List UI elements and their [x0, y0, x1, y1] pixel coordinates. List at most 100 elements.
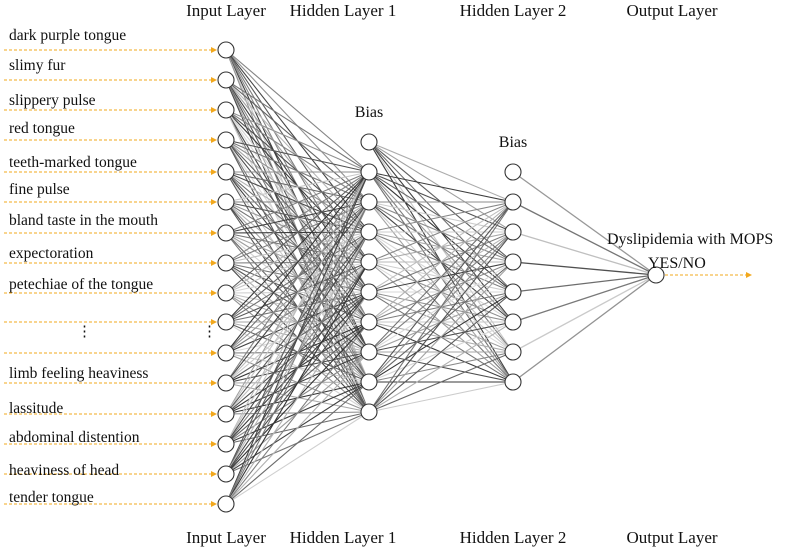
connection-line [225, 79, 370, 173]
input-node [217, 313, 235, 331]
input-node [217, 254, 235, 272]
connection-line [512, 274, 657, 353]
hidden-2-node [504, 343, 522, 361]
connection-line [225, 231, 370, 505]
connection-line [225, 351, 370, 505]
connection-line [225, 171, 370, 415]
header-output-layer-bottom: Output Layer [626, 528, 718, 547]
connection-line [512, 171, 657, 276]
hidden-1-node [360, 193, 378, 211]
input-arrow-head [211, 411, 217, 417]
input-arrow-head [211, 350, 217, 356]
input-node [217, 435, 235, 453]
hidden-2-node [504, 283, 522, 301]
connection-line [368, 201, 514, 323]
connection-line [512, 274, 657, 323]
connection-line [512, 261, 657, 276]
connection-line [368, 381, 514, 413]
feature-label: slippery pulse [9, 92, 96, 109]
connection-line [368, 141, 514, 203]
connection-line [368, 351, 514, 413]
header-output-layer-top: Output Layer [626, 1, 718, 20]
connection-line [225, 109, 370, 173]
input-arrow-head [211, 471, 217, 477]
feature-label: dark purple tongue [9, 27, 127, 44]
hidden-1-node [360, 223, 378, 241]
feature-label: fine pulse [9, 181, 70, 198]
connection-line [225, 171, 370, 505]
connection-line [368, 201, 514, 293]
input-node [217, 193, 235, 211]
input-arrow-head [211, 47, 217, 53]
hidden-2-node [504, 253, 522, 271]
connection-line [225, 171, 370, 475]
input-node [217, 465, 235, 483]
feature-label: tender tongue [9, 489, 94, 506]
feature-label: heaviness of head [9, 462, 120, 479]
connection-line [225, 291, 370, 505]
connection-line [368, 261, 514, 413]
feature-label: expectoration [9, 245, 94, 262]
input-arrow-head [211, 230, 217, 236]
input-arrow-head [211, 169, 217, 175]
hidden-1-node [360, 313, 378, 331]
ellipsis-input-nodes: ⋮ [202, 324, 217, 340]
connection-line [225, 139, 370, 173]
hidden-2-bias-node [504, 163, 522, 181]
input-node [217, 405, 235, 423]
input-arrow-head [211, 319, 217, 325]
input-arrows [4, 47, 752, 507]
connection-line [225, 171, 370, 323]
connection-line [225, 261, 370, 505]
hidden-1-node [360, 163, 378, 181]
ellipsis-features: ⋮ [77, 324, 92, 340]
input-arrow-head [211, 260, 217, 266]
connection-line [368, 171, 514, 203]
connection-line [368, 201, 514, 353]
connection-line [225, 381, 370, 505]
connection-line [368, 201, 514, 383]
feature-label: petechiae of the tongue [9, 276, 154, 293]
header-hidden-layer-2-bottom: Hidden Layer 2 [459, 528, 567, 547]
input-arrow-head [211, 441, 217, 447]
hidden-1-node [360, 403, 378, 421]
input-node [217, 374, 235, 392]
connection-line [225, 201, 370, 505]
feature-label: abdominal distention [9, 429, 140, 446]
connection-line [225, 321, 370, 505]
connection-line [368, 291, 514, 413]
hidden-1-node [360, 343, 378, 361]
connection-line [225, 49, 370, 173]
input-arrow-head [211, 137, 217, 143]
connection-line [368, 201, 514, 263]
output-arrow-head [746, 272, 752, 278]
input-node [217, 224, 235, 242]
connection-lines [225, 49, 657, 505]
input-arrow-head [211, 199, 217, 205]
bias-label-hidden-2: Bias [498, 134, 528, 151]
input-node [217, 163, 235, 181]
connection-line [512, 274, 657, 383]
output-node [647, 266, 665, 284]
feature-label: teeth-marked tongue [9, 154, 137, 171]
connection-line [512, 231, 657, 276]
connection-line [225, 411, 370, 505]
connection-line [512, 201, 657, 276]
connection-line [225, 171, 370, 445]
hidden-1-bias-node [360, 133, 378, 151]
input-arrow-head [211, 77, 217, 83]
input-node [217, 495, 235, 513]
input-arrow-head [211, 107, 217, 113]
output-title: Dyslipidemia with MOPS [607, 231, 774, 248]
header-hidden-layer-1-top: Hidden Layer 1 [289, 1, 397, 20]
input-node [217, 101, 235, 119]
input-node [217, 131, 235, 149]
connection-line [368, 231, 514, 413]
hidden-2-node [504, 193, 522, 211]
header-hidden-layer-2-top: Hidden Layer 2 [459, 1, 567, 20]
connection-line [225, 171, 370, 203]
hidden-2-node [504, 313, 522, 331]
connection-line [368, 201, 514, 233]
connection-line [225, 171, 370, 354]
